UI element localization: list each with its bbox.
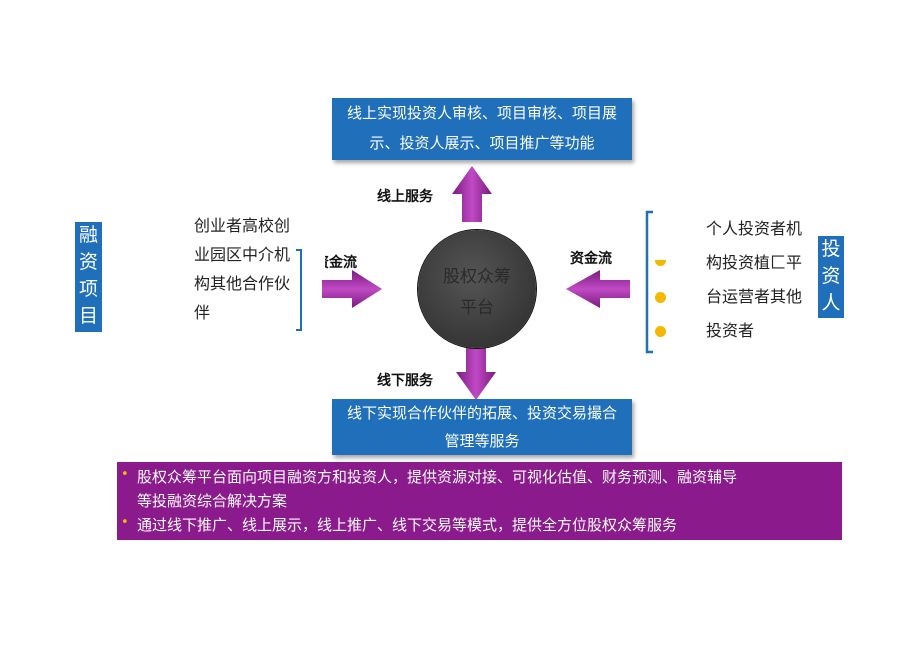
- left-fund-flow-label: 资金流: [325, 255, 357, 270]
- summary-band: • 股权众筹平台面向项目融资方和投资人，提供资源对接、可视化估值、财务预测、融资…: [117, 462, 842, 540]
- arrow-left-to-hub: [322, 270, 382, 308]
- investor-bullet-2: [655, 292, 666, 303]
- investor-label: 投 资 人: [818, 236, 844, 318]
- offline-functions-box: 线下实现合作伙伴的拓展、投资交易撮合 管理等服务: [332, 399, 632, 455]
- online-functions-line-1: 线上实现投资人审核、项目审核、项目展: [346, 104, 617, 122]
- financing-project-label: 融 资 项 目: [75, 222, 102, 332]
- financing-participants-list: 创业者高校创 业园区中介机 构其他合作伙 伴: [194, 216, 291, 322]
- offline-functions-line-1: 线下实现合作伙伴的拓展、投资交易撮合: [346, 404, 617, 422]
- bullet-icon: •: [121, 515, 129, 530]
- summary-bullet-2: • 通过线下推广、线上展示，线上推广、线下交易等模式，提供全方位股权众筹服务: [121, 513, 838, 537]
- arrow-up: [452, 166, 492, 222]
- right-fund-flow-label: 资金流: [570, 251, 612, 267]
- online-service-label: 线上服务: [377, 189, 433, 205]
- summary-bullet-1: • 股权众筹平台面向项目融资方和投资人，提供资源对接、可视化估值、财务预测、融资…: [121, 465, 838, 513]
- equity-crowdfunding-platform-hub: 股权众筹 平台: [418, 230, 536, 348]
- online-functions-line-2: 示、投资人展示、项目推广等功能: [369, 134, 595, 152]
- offline-service-label: 线下服务: [377, 373, 433, 389]
- right-bracket: [645, 210, 653, 354]
- offline-functions-line-2: 管理等服务: [444, 432, 520, 450]
- arrow-right-to-hub: [566, 270, 630, 308]
- bullet-icon: •: [121, 467, 129, 482]
- left-fund-flow-clip: 资金流: [325, 250, 369, 270]
- investor-types-list: 个人投资者机 构投资植匚平 台运营者其他 投资者: [706, 219, 803, 340]
- left-bracket: [296, 249, 302, 331]
- arrow-down: [456, 348, 496, 400]
- investor-bullet-3: [655, 326, 666, 337]
- investor-bullet-1: [655, 260, 666, 266]
- online-functions-box: 线上实现投资人审核、项目审核、项目展 示、投资人展示、项目推广等功能: [332, 98, 632, 160]
